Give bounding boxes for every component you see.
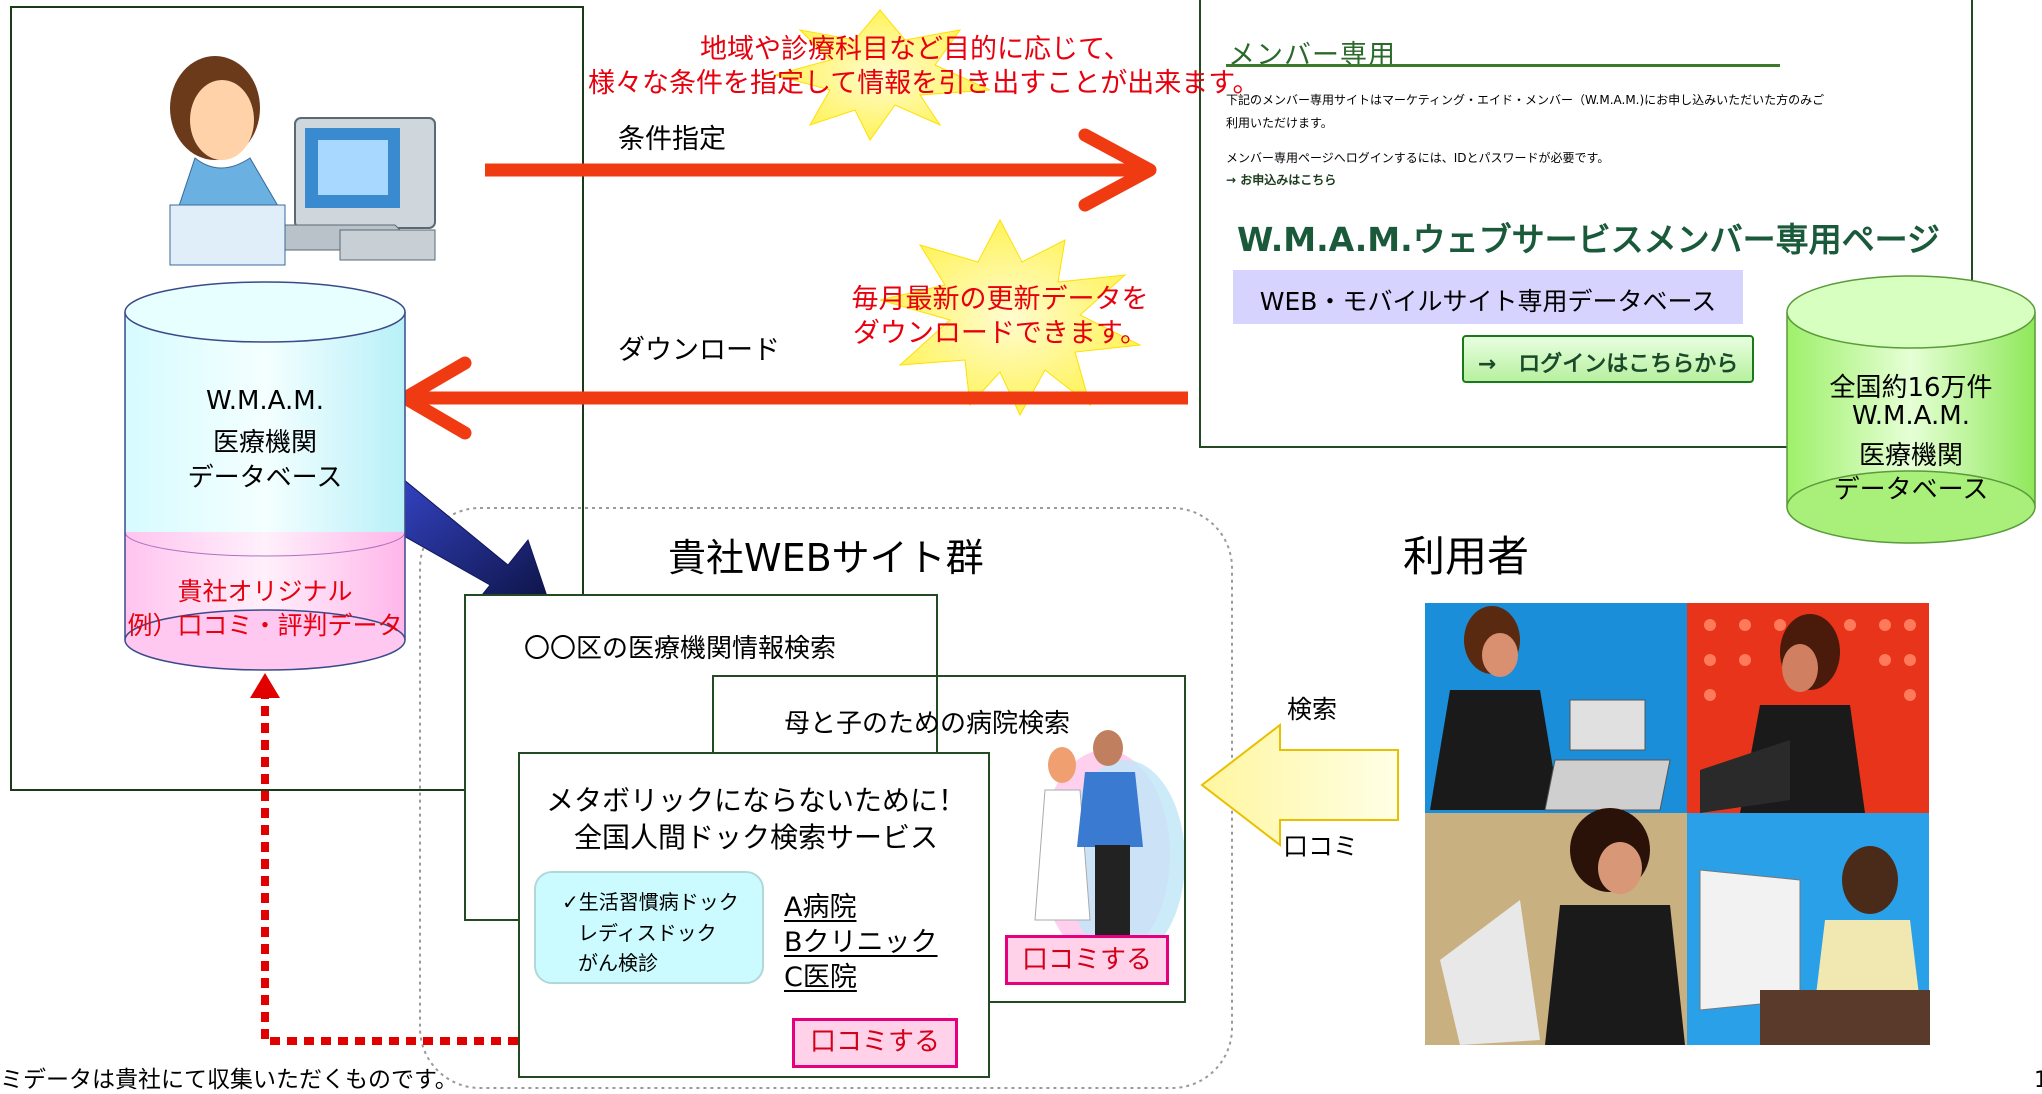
update-callout-line2: ダウンロードできます。 xyxy=(852,318,1148,349)
member-description-3: メンバー専用ページへログインするには、IDとパスワードが必要です。 xyxy=(1226,151,1610,165)
local-database-cylinder xyxy=(124,281,406,671)
search-label: 検索 xyxy=(1287,695,1338,724)
update-callout-line1: 毎月最新の更新データを xyxy=(851,284,1149,315)
review-feedback-arrowhead xyxy=(250,673,280,698)
page-number-partial: 1 xyxy=(2034,1068,2042,1093)
import-arrow xyxy=(357,469,556,621)
national-db-label-line4: データベース xyxy=(1833,475,1989,505)
checkup-type-1: ✓生活習慣病ドック xyxy=(562,890,739,914)
login-button-label: → ログインはこちらから xyxy=(1477,352,1739,377)
checkup-title-line2: 全国人間ドック検索サービス xyxy=(573,821,938,854)
conditions-callout-line2: 様々な条件を指定して情報を引き出すことが出来ます。 xyxy=(588,68,1260,99)
site-card-maternity-title: 母と子のための病院検索 xyxy=(784,709,1071,739)
local-db-label-line3: データベース xyxy=(187,463,343,493)
site-card-district-title: 〇〇区の医療機関情報検索 xyxy=(524,634,837,664)
operator-illustration xyxy=(169,56,436,266)
web-mobile-db-label: WEB・モバイルサイト専用データベース xyxy=(1259,287,1717,316)
specify-conditions-label: 条件指定 xyxy=(618,124,726,155)
local-db-label-line2: 医療機関 xyxy=(212,428,317,458)
review-flow-label: 口コミ xyxy=(1283,832,1359,861)
login-button[interactable]: → ログインはこちらから xyxy=(1462,335,1754,383)
member-heading-rule xyxy=(1226,64,1780,67)
original-data-label-line2: 例）口コミ・評判データ xyxy=(127,611,403,640)
conditions-callout-line1: 地域や診療科目など目的に応じて、 xyxy=(700,34,1131,65)
checkup-title-line1: メタボリックにならないために！ xyxy=(545,784,966,817)
checkup-type-3: がん検診 xyxy=(578,951,658,975)
starburst-update xyxy=(879,218,1142,417)
site-group-title: 貴社WEBサイト群 xyxy=(668,536,984,580)
national-db-label-line3: 医療機関 xyxy=(1858,441,1963,471)
checkup-type-2: レディスドック xyxy=(578,921,717,945)
download-label: ダウンロード xyxy=(618,335,780,366)
apply-link[interactable]: → お申込みはこちら xyxy=(1226,173,1337,187)
hospital-link-b[interactable]: Bクリニック xyxy=(784,927,938,958)
member-page-title: W.M.A.M.ウェブサービスメンバー専用ページ xyxy=(1237,220,1941,259)
starburst-conditions xyxy=(773,9,991,141)
member-description-2: 利用いただけます。 xyxy=(1226,116,1333,130)
hospital-link-c[interactable]: C医院 xyxy=(784,962,857,993)
national-db-label-line1: 全国約16万件 xyxy=(1829,373,1993,403)
site-card-maternity-search[interactable]: 母と子のための病院検索 xyxy=(712,675,1186,1003)
maternity-review-button[interactable]: 口コミする xyxy=(1005,935,1169,985)
site-card-health-checkup[interactable]: メタボリックにならないために！ 全国人間ドック検索サービス ✓生活習慣病ドック … xyxy=(518,752,990,1078)
users-title: 利用者 xyxy=(1403,532,1530,581)
footnote: ミデータは貴社にて収集いただくものです。 xyxy=(0,1067,458,1093)
national-database-cylinder xyxy=(1786,275,2036,544)
original-data-label-line1: 貴社オリジナル xyxy=(177,577,353,606)
users-collage xyxy=(1425,603,1930,1045)
national-db-label-line2: W.M.A.M. xyxy=(1852,401,1970,431)
local-db-label-line1: W.M.A.M. xyxy=(206,386,324,416)
hospital-link-a[interactable]: A病院 xyxy=(784,892,857,923)
user-input-arrow xyxy=(1200,722,1399,848)
specify-arrow-head xyxy=(1078,128,1157,212)
checkup-type-panel: ✓生活習慣病ドック レディスドック がん検診 xyxy=(534,871,764,984)
web-mobile-db-banner: WEB・モバイルサイト専用データベース xyxy=(1233,270,1743,324)
mother-child-illustration xyxy=(1034,730,1185,985)
checkup-review-button[interactable]: 口コミする xyxy=(792,1018,958,1068)
member-description-1: 下記のメンバー専用サイトはマーケティング・エイド・メンバー（W.M.A.M.)に… xyxy=(1226,93,1825,107)
